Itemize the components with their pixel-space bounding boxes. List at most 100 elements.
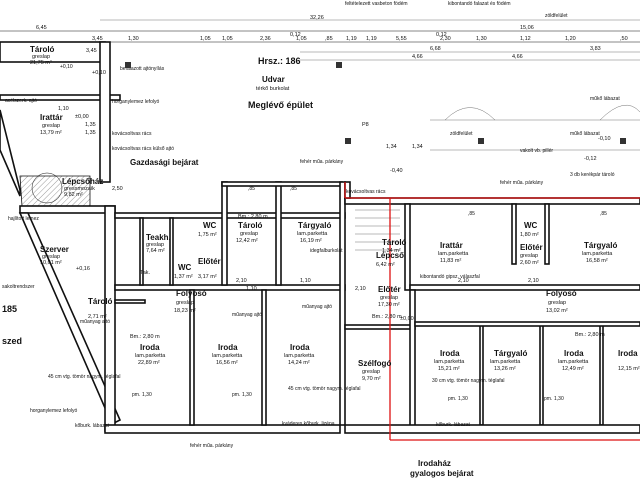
red-boundary	[344, 182, 640, 441]
svg-text:Tároló: Tároló	[88, 297, 113, 306]
svg-text:Előtér: Előtér	[520, 243, 543, 252]
lot-left-sub: szed	[2, 336, 22, 346]
svg-text:lam.parketta: lam.parketta	[582, 251, 613, 257]
svg-text:lam.parketta: lam.parketta	[297, 231, 328, 237]
feher-parkany-1: fehér műa. párkány	[300, 159, 344, 165]
room-iroda-2: Iroda lam.parketta 16,56 m²	[212, 343, 243, 366]
dim-plan-2: 2,10	[355, 286, 366, 292]
room-tak: Tak.	[140, 270, 151, 276]
dim-2-36: 2,36	[260, 36, 271, 42]
svg-text:Tároló: Tároló	[238, 221, 263, 230]
room-lepcso: Lépcső 6,42 m²	[376, 251, 404, 268]
dim-1-05b: 1,05	[222, 36, 233, 42]
dim-6-68: 6,68	[430, 46, 441, 52]
dim-plan-19: +0,16	[76, 266, 90, 272]
svg-text:Iroda: Iroda	[290, 343, 310, 352]
svg-text:6,42 m²: 6,42 m²	[376, 262, 395, 268]
room-targyalo-2: Tárgyaló lam.parketta 16,58 m²	[582, 241, 617, 264]
svg-text:lam.parketta: lam.parketta	[284, 353, 315, 359]
svg-text:lam.parketta: lam.parketta	[558, 359, 589, 365]
room-wc-1: WC 1,75 m²	[198, 221, 217, 238]
svg-text:2,60 m²: 2,60 m²	[520, 260, 539, 266]
room-iroda-3: Iroda lam.parketta 14,24 m²	[284, 343, 315, 366]
acel-ajto-label: acélszerk. ajtó	[5, 98, 37, 104]
svg-text:16,56 m²: 16,56 m²	[216, 360, 238, 366]
svg-text:lam.parketta: lam.parketta	[135, 353, 166, 359]
pm-85-c: ,85	[468, 211, 475, 217]
svg-text:greslap: greslap	[32, 54, 50, 60]
svg-text:Folyosó: Folyosó	[546, 289, 577, 298]
svg-text:greslap: greslap	[548, 300, 566, 306]
wall-45-b: 45 cm vtg. tömör nagym. téglafal	[288, 386, 361, 392]
pm-dim-2: 1,30	[242, 392, 252, 398]
dim-plan-18: -0,10	[598, 136, 611, 142]
muko-labazat-2: műkő lábazat	[590, 96, 620, 102]
svg-text:Teakh.: Teakh.	[146, 233, 171, 242]
room-iroda-1: Iroda lam.parketta 22,89 m²	[135, 343, 166, 366]
svg-text:Lépcső: Lépcső	[376, 251, 404, 260]
svg-text:13,02 m²: 13,02 m²	[546, 308, 568, 314]
dim-4-66b: 4,66	[512, 54, 523, 60]
svg-text:18,23 m²: 18,23 m²	[174, 308, 196, 314]
room-szelfogo: Szélfogó greslap 9,70 m²	[358, 359, 391, 382]
dim-3-83: 3,83	[590, 46, 601, 52]
svg-text:Szélfogó: Szélfogó	[358, 359, 391, 368]
svg-text:12,42 m²: 12,42 m²	[236, 238, 258, 244]
room-irattar-right: Irattár lam.parketta 11,83 m²	[438, 241, 469, 264]
dim-plan-10: 2,10	[458, 278, 469, 284]
pm-dim-3: 1,30	[458, 396, 468, 402]
dim-plan-14: +0,10	[92, 70, 106, 76]
svg-text:9,70 m²: 9,70 m²	[362, 376, 381, 382]
dim-1-05c: 1,05	[296, 36, 307, 42]
svg-text:16,19 m²: 16,19 m²	[300, 238, 322, 244]
dim-plan-20: -0,40	[390, 168, 403, 174]
room-taroló-top: Tároló greslap 21,75 m²	[30, 45, 55, 66]
note-zoldfelulet: zöldfelület	[545, 13, 568, 19]
svg-text:greslap: greslap	[42, 254, 60, 260]
munyag-ajto-2: műanyag ajtó	[302, 304, 332, 310]
kovacsoltvas-racs-1: kovácsoltvas rács	[112, 131, 152, 137]
dim-2-30: 2,30	[440, 36, 451, 42]
kobur-2: kőburk. lábazat	[436, 422, 471, 428]
belmagassag-1: Bm.: 2,80 m	[238, 214, 268, 220]
svg-text:Tárgyaló: Tárgyaló	[584, 241, 617, 250]
courtyard-sub: térkő burkolat	[256, 86, 290, 92]
dim-plan-7: 1,10	[246, 286, 257, 292]
grid-markers	[125, 62, 626, 144]
existing-building-label: Meglévő épület	[248, 100, 313, 110]
dim-plan-4: 1,35	[85, 122, 96, 128]
kerekpar-label: 3 db kerékpár tároló	[570, 172, 615, 178]
feher-parkany-2: fehér műa. párkány	[500, 180, 544, 186]
pm-dim-1: 1,30	[142, 392, 152, 398]
svg-text:Előtér: Előtér	[378, 285, 401, 294]
right-wing	[344, 104, 640, 434]
svg-text:Irattár: Irattár	[40, 113, 63, 122]
pm-label-1: pm.	[132, 392, 140, 398]
dim-85: ,85	[325, 36, 333, 42]
dim-1-19a: 1,19	[346, 36, 357, 42]
svg-text:Tároló: Tároló	[30, 45, 55, 54]
feher-parkany-3: fehér műa. párkány	[190, 443, 234, 449]
dim-4-66a: 4,66	[412, 54, 423, 60]
dim-plan-5: 1,35	[85, 130, 96, 136]
svg-text:Tak.: Tak.	[140, 270, 151, 276]
svg-text:WC: WC	[524, 221, 538, 230]
dim-5-55: 5,55	[396, 36, 407, 42]
room-teakonyha: Teakh. greslap 7,64 m²	[146, 233, 171, 254]
belmagassag-3: Bm.: 2,80 m	[575, 332, 605, 338]
idegfal-label: idegfalburkolat	[310, 248, 343, 254]
kovacsoltvas-racs-kulso: kovácsoltvas rács külső ajtó	[112, 146, 174, 152]
dim-plan-9: 1,10	[300, 278, 311, 284]
svg-text:12,49 m²: 12,49 m²	[562, 366, 584, 372]
svg-text:1,80 m²: 1,80 m²	[520, 232, 539, 238]
legend-2: sakoltrendszer	[2, 284, 35, 290]
dim-1-12: 1,12	[520, 36, 531, 42]
left-wing	[0, 41, 346, 434]
room-targyalo-3: Tárgyaló lam.parketta 13,26 m²	[490, 349, 527, 372]
room-folyoso-2: Folyosó greslap 13,02 m²	[546, 289, 577, 314]
svg-text:Tárgyaló: Tárgyaló	[494, 349, 527, 358]
svg-text:Iroda: Iroda	[218, 343, 238, 352]
gyalogos-bejarat-label: gyalogos bejárat	[410, 469, 474, 478]
note-vasbeton: feltételezett vasbeton födém	[345, 1, 408, 7]
dim-plan-12: 0,12	[290, 32, 301, 38]
